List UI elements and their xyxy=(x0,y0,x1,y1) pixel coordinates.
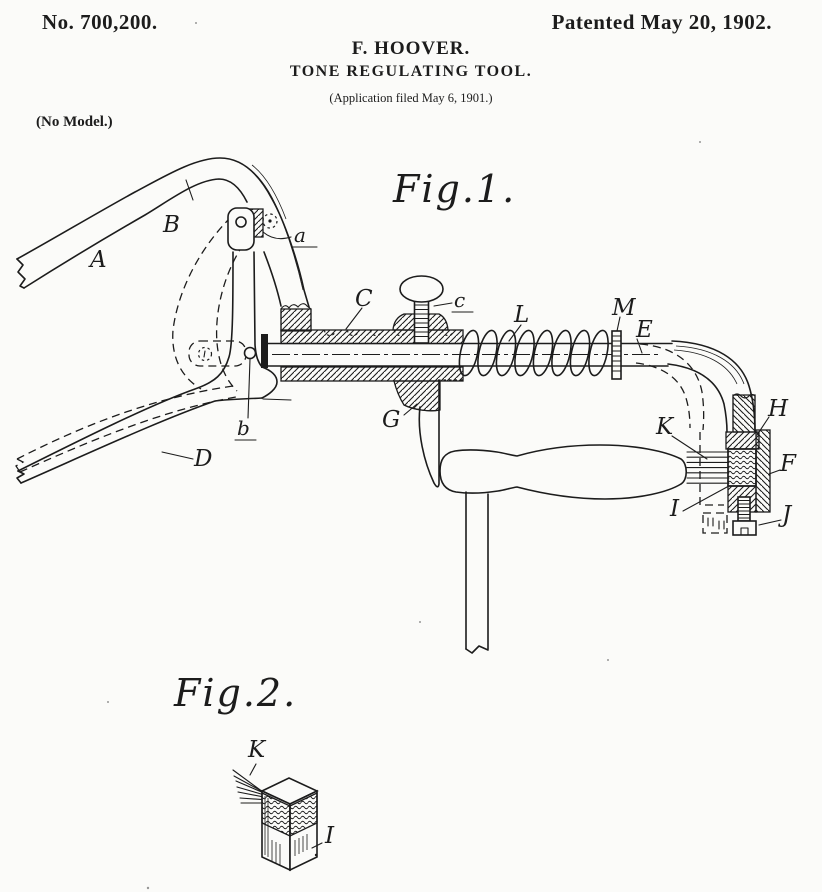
label-c: c xyxy=(454,288,465,312)
needles-k xyxy=(686,451,730,484)
label-E: E xyxy=(635,317,653,343)
label-C: C xyxy=(355,286,373,312)
application-line: (Application filed May 6, 1901.) xyxy=(329,91,493,105)
label-B: B xyxy=(162,212,180,238)
inventor-line: F. HOOVER. xyxy=(351,38,471,59)
figure1: Fig.1. A B C D E F G H I J K xyxy=(15,157,797,654)
jaw-g xyxy=(393,380,441,488)
piano-hammer xyxy=(439,444,688,654)
barrel-c xyxy=(261,275,673,382)
label-H: H xyxy=(767,396,789,422)
label-G: G xyxy=(382,407,400,433)
label-A: A xyxy=(88,247,107,273)
spring-l xyxy=(458,329,609,377)
figure1-caption: Fig.1. xyxy=(392,167,516,211)
handle-a-jaw-b xyxy=(16,157,312,332)
no-model-note: (No Model.) xyxy=(36,114,113,130)
label-K2: K xyxy=(247,737,267,763)
thumbscrew-c xyxy=(399,275,444,344)
label-a: a xyxy=(294,223,306,247)
label-D: D xyxy=(193,446,212,472)
head-assembly xyxy=(702,429,771,536)
figure2: Fig.2. K I xyxy=(173,671,335,872)
collar-m xyxy=(611,330,622,380)
label-L: L xyxy=(513,302,529,328)
invention-title: TONE REGULATING TOOL. xyxy=(289,63,533,80)
figure1-annotations: Fig.1. A B C D E F G H I J K xyxy=(88,167,797,528)
patent-number: No. 700,200. xyxy=(42,10,158,34)
rod-e-bend xyxy=(635,340,756,506)
patent-date: Patented May 20, 1902. xyxy=(551,10,772,34)
label-I: I xyxy=(669,496,680,522)
figure2-caption: Fig.2. xyxy=(173,671,297,715)
label-F: F xyxy=(779,451,797,477)
label-K: K xyxy=(655,414,675,440)
label-b: b xyxy=(237,416,250,440)
lever-handle-d xyxy=(16,251,292,484)
label-I2: I xyxy=(324,823,335,849)
label-J: J xyxy=(778,502,793,528)
pivot-plate xyxy=(227,207,278,251)
label-M: M xyxy=(611,295,637,321)
figure2-annotations: K I xyxy=(247,737,335,857)
adjusting-screw-j xyxy=(732,496,757,536)
needle-block-detail xyxy=(232,769,319,872)
scan-specks xyxy=(107,22,701,890)
